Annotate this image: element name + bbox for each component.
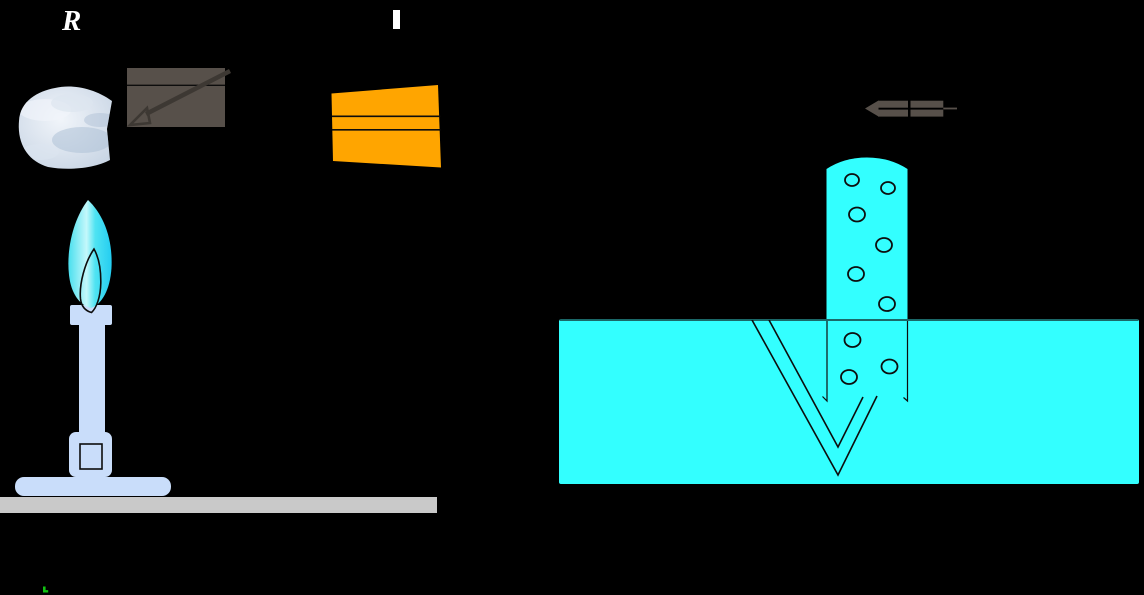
rock-specimen <box>18 86 112 169</box>
green-mark <box>42 586 49 593</box>
funnel-outline-outer <box>751 319 878 477</box>
gas-bubble <box>840 369 858 385</box>
tube-wall-line <box>822 321 828 403</box>
rock-texture-blob <box>52 127 112 153</box>
gas-flow-arrow-bar <box>878 100 908 108</box>
bench-surface <box>0 497 437 513</box>
bunsen-burner <box>15 200 171 496</box>
gas-flow-arrowhead <box>865 100 879 117</box>
pointer-arrowhead <box>126 105 152 127</box>
rock-texture-blob <box>51 94 93 112</box>
gas-bubble <box>847 266 865 282</box>
burner-base <box>15 477 171 496</box>
water-trough <box>559 319 1139 484</box>
gas-flow-arrow-bar <box>910 100 944 108</box>
tube-wall-line <box>903 321 909 403</box>
gas-bubble <box>880 358 899 375</box>
funnel-outline-inner <box>768 319 864 449</box>
gas-bubble <box>844 173 860 187</box>
rock-texture-blob <box>21 144 59 160</box>
gas-flow-arrow-tail <box>943 107 957 110</box>
gas-bubble <box>878 296 896 312</box>
label-box-group <box>126 68 232 127</box>
burner-collar <box>69 432 112 477</box>
orange-block-group <box>331 85 441 168</box>
burner-barrel <box>79 324 105 434</box>
gas-flow-arrow <box>865 100 957 117</box>
gas-flow-arrow-bar <box>910 109 944 117</box>
gas-bubble <box>875 237 893 253</box>
orange-block <box>331 85 441 168</box>
gas-bubbles <box>840 173 899 385</box>
burner-flange <box>70 305 112 325</box>
gas-bubble <box>843 332 862 348</box>
gas-collection-tube <box>826 157 908 321</box>
burner-air-hole <box>79 443 103 470</box>
gas-bubble <box>848 206 866 223</box>
title-clipped-glyph <box>393 10 400 29</box>
flame-inner-outline <box>79 247 102 314</box>
gas-bubble <box>880 181 896 195</box>
pointer-arrow-shaft <box>144 68 232 117</box>
title-fragment: R <box>61 5 81 37</box>
gas-flow-arrow-bar <box>878 109 908 117</box>
